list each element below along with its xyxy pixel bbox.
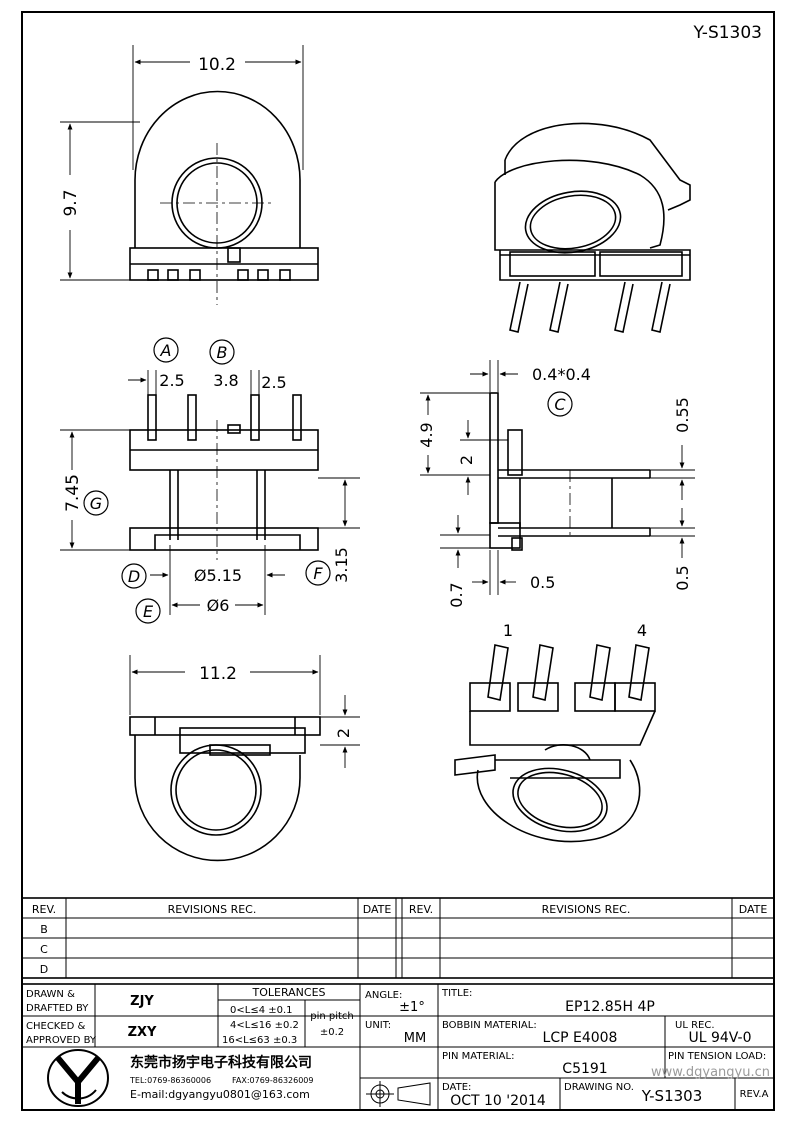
dim-05: 0.5 <box>530 573 555 592</box>
pin-pitch-value: ±0.2 <box>320 1027 344 1038</box>
dim-pitch-b: 3.8 <box>213 371 238 390</box>
dim-pin-size: 0.4*0.4 <box>532 365 591 384</box>
bobbin-label: BOBBIN MATERIAL: <box>442 1020 537 1031</box>
ul-label: UL REC. <box>675 1020 715 1031</box>
rev-header-left: REV. <box>32 903 56 916</box>
revisions-table <box>21 897 775 979</box>
company-fax: FAX:0769-86326009 <box>232 1076 313 1085</box>
drawing-no-value: Y-S1303 <box>641 1087 703 1105</box>
dim-width-bottom: 11.2 <box>199 664 237 684</box>
checked-label-1: CHECKED & <box>26 1021 86 1032</box>
drawn-label-1: DRAWN & <box>26 989 75 1000</box>
projection-symbol <box>366 1081 431 1107</box>
pin-material-value: C5191 <box>562 1061 607 1077</box>
angle-value: ±1° <box>399 1000 425 1015</box>
dim-pin-offset: 2 <box>457 455 476 465</box>
company-name: 东莞市扬宇电子科技有限公司 <box>130 1054 312 1071</box>
dim-pitch-c: 2.5 <box>261 373 286 392</box>
front-view-dims <box>60 370 360 615</box>
side-view <box>489 392 651 551</box>
front-view <box>129 394 319 560</box>
callouts <box>83 337 573 624</box>
date-value: OCT 10 '2014 <box>450 1093 546 1109</box>
callout-g: G <box>90 494 102 513</box>
watermark: www.dgyangyu.cn <box>651 1065 770 1080</box>
date-label: DATE: <box>442 1082 471 1093</box>
angle-label: ANGLE: <box>365 990 402 1001</box>
dim-07: 0.7 <box>447 582 466 607</box>
callout-e: E <box>143 602 154 621</box>
pin-tension-label: PIN TENSION LOAD: <box>668 1051 766 1062</box>
callout-f: F <box>313 564 323 583</box>
drawn-value: ZJY <box>130 994 154 1009</box>
company-email: E-mail:dgyangyu0801@163.com <box>130 1088 310 1101</box>
rev-row-d: D <box>40 963 48 976</box>
dim-2b: 2 <box>334 728 353 738</box>
ul-value: UL 94V-0 <box>688 1030 751 1046</box>
tolerances-header: TOLERANCES <box>251 986 325 999</box>
dim-flange-t: 0.55 <box>673 397 692 433</box>
rev-row-b: B <box>40 923 48 936</box>
drawing-no-label: DRAWING NO. <box>564 1082 634 1093</box>
date-header-left: DATE <box>363 903 392 916</box>
checked-label-2: APPROVED BY <box>26 1035 97 1046</box>
callout-c: C <box>554 395 566 414</box>
tol-1: 0<L≤4 ±0.1 <box>230 1005 293 1016</box>
rev-row-c: C <box>40 943 48 956</box>
rev-a-label: REV.A <box>740 1089 769 1100</box>
dim-height-side: 7.45 <box>63 474 83 512</box>
checked-value: ZXY <box>128 1025 157 1040</box>
pin-label-first: 1 <box>503 621 513 640</box>
iso-view-top <box>494 122 691 333</box>
company-logo <box>47 1049 109 1107</box>
dim-height-top: 9.7 <box>61 189 81 216</box>
title-label: TITLE: <box>441 988 472 999</box>
title-value: EP12.85H 4P <box>565 999 655 1015</box>
pin-material-label: PIN MATERIAL: <box>442 1051 514 1062</box>
rev-text-header-left: REVISIONS REC. <box>168 903 257 916</box>
rev-header-right: REV. <box>409 903 433 916</box>
drawn-label-2: DRAFTED BY <box>26 1003 89 1014</box>
top-view <box>129 90 319 305</box>
pin-pitch-label: pin pitch <box>310 1011 354 1022</box>
side-view-dims <box>420 360 695 595</box>
bottom-view-dims <box>129 655 360 768</box>
dim-inner-d: Ø5.15 <box>194 566 242 585</box>
tol-2: 4<L≤16 ±0.2 <box>230 1020 299 1031</box>
title-block <box>21 983 775 1111</box>
dim-outer-e: Ø6 <box>207 596 230 615</box>
drawing-code-top: Y-S1303 <box>692 23 762 43</box>
rev-text-header-right: REVISIONS REC. <box>542 903 631 916</box>
unit-value: MM <box>404 1031 426 1046</box>
unit-label: UNIT: <box>365 1020 391 1031</box>
tol-3: 16<L≤63 ±0.3 <box>222 1035 297 1046</box>
callout-b: B <box>217 343 228 362</box>
dim-width-top: 10.2 <box>198 55 236 75</box>
bottom-view <box>129 716 321 862</box>
callout-d: D <box>128 567 140 586</box>
top-view-dims <box>60 45 304 281</box>
iso-view-bottom <box>454 644 656 843</box>
dim-pin-len: 4.9 <box>417 422 436 447</box>
date-header-right: DATE <box>739 903 768 916</box>
callout-a: A <box>160 341 172 360</box>
bobbin-value: LCP E4008 <box>543 1030 618 1046</box>
pin-label-last: 4 <box>637 621 647 640</box>
dim-f: 3.15 <box>332 547 351 583</box>
company-tel: TEL:0769-86360006 <box>129 1076 211 1085</box>
dim-flange-b: 0.5 <box>673 565 692 590</box>
dim-pitch-a: 2.5 <box>159 371 184 390</box>
